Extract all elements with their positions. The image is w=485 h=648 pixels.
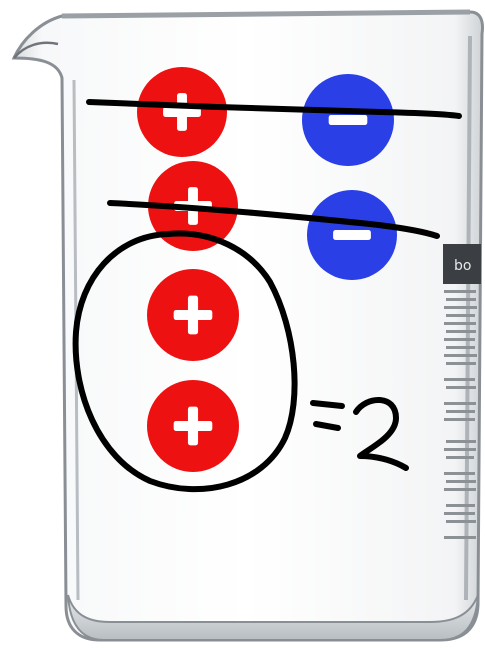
- minus-sign-icon: [329, 115, 368, 125]
- equals-sign-top: [313, 403, 342, 406]
- positive-ion: [147, 380, 239, 472]
- negative-ion: [302, 74, 394, 166]
- beaker-label-text: bo: [454, 258, 471, 274]
- positive-ion: [147, 269, 239, 361]
- minus-sign-icon: [333, 230, 371, 240]
- negative-ion: [307, 190, 397, 280]
- positive-ion: [137, 67, 227, 157]
- equals-sign-bottom: [316, 424, 338, 428]
